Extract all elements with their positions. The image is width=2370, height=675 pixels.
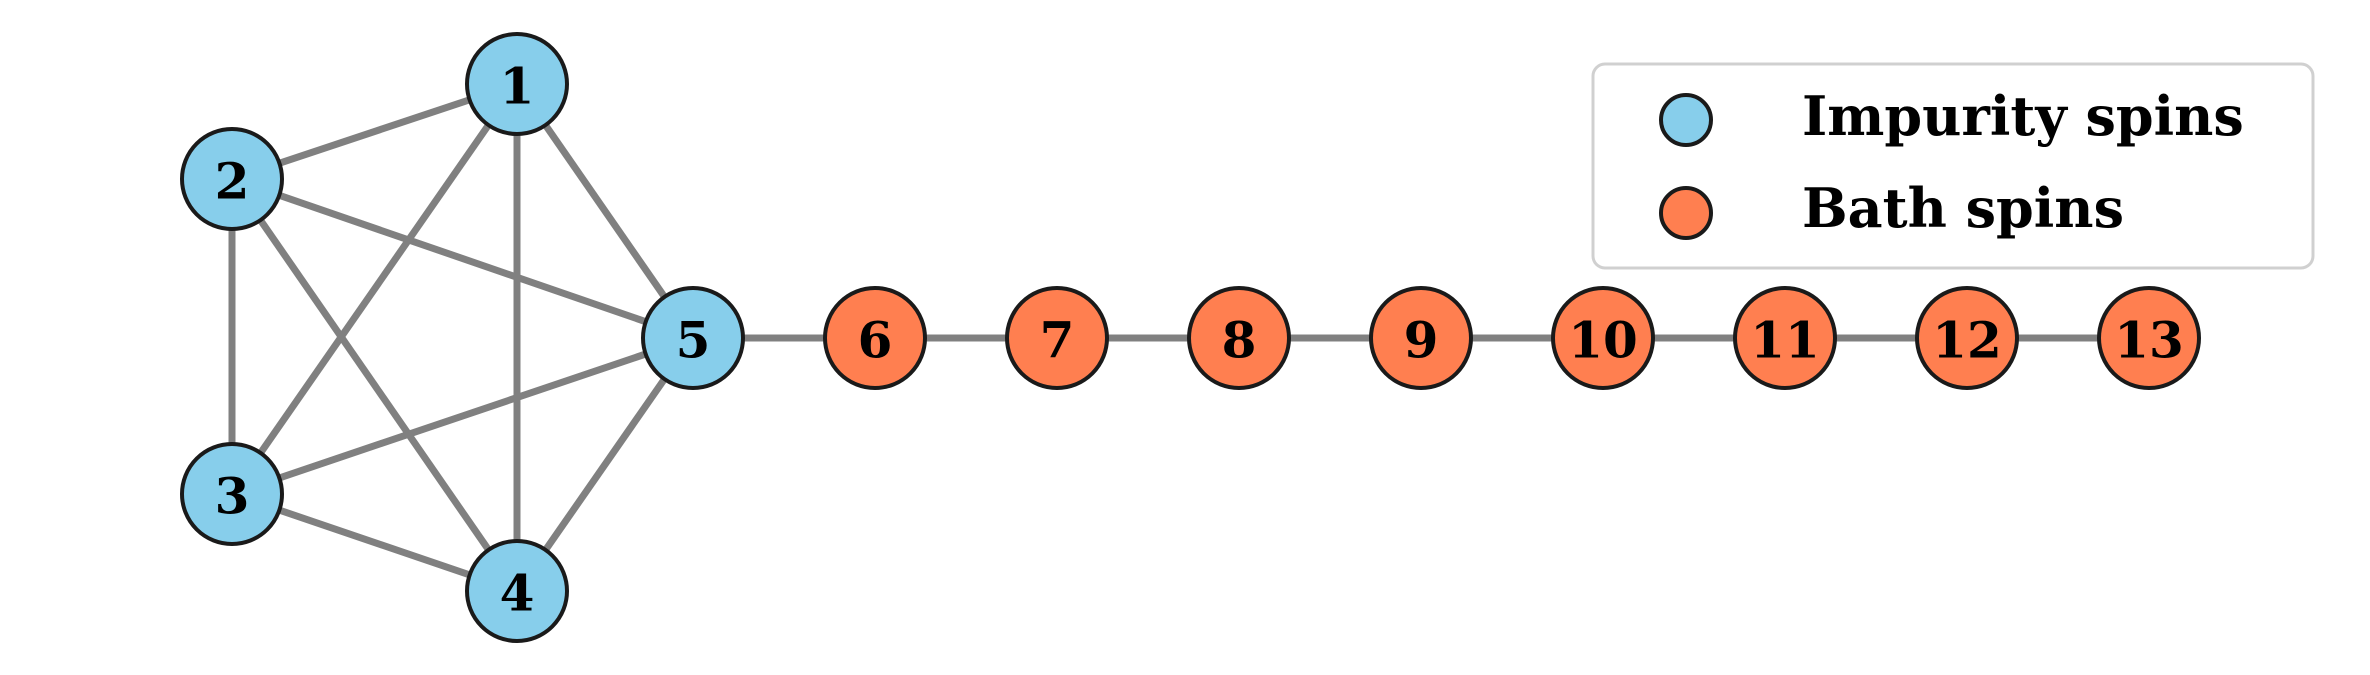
node-label-2: 2 <box>215 152 250 211</box>
node-circle-7 <box>1005 286 1109 390</box>
node-label-6: 6 <box>858 311 893 370</box>
edge-2-4 <box>229 177 520 593</box>
node-7: 7 <box>1005 286 1109 390</box>
node-label-3: 3 <box>215 467 250 526</box>
node-9: 9 <box>1369 286 1473 390</box>
node-label-4: 4 <box>500 564 535 623</box>
node-11: 11 <box>1733 286 1837 390</box>
node-circle-2 <box>180 127 284 231</box>
node-circle-13 <box>2097 286 2201 390</box>
node-label-8: 8 <box>1222 311 1257 370</box>
node-circle-3 <box>180 442 284 546</box>
node-circle-5 <box>641 286 745 390</box>
edge-1-3 <box>229 82 520 496</box>
legend: Impurity spins Bath spins <box>1591 62 2315 270</box>
edge-3-5 <box>230 334 695 498</box>
node-label-12: 12 <box>1932 311 2002 370</box>
node-1: 1 <box>465 32 569 136</box>
node-5: 5 <box>641 286 745 390</box>
legend-label-impurity: Impurity spins <box>1802 84 2244 148</box>
node-circle-12 <box>1915 286 2019 390</box>
legend-frame <box>1591 62 2315 270</box>
node-label-11: 11 <box>1750 311 1820 370</box>
node-label-7: 7 <box>1040 311 1075 370</box>
node-circle-11 <box>1733 286 1837 390</box>
node-circle-10 <box>1551 286 1655 390</box>
node-circle-4 <box>465 539 569 643</box>
edge-2-5 <box>230 175 695 342</box>
legend-label-bath: Bath spins <box>1802 176 2124 240</box>
node-circle-6 <box>823 286 927 390</box>
node-circle-1 <box>465 32 569 136</box>
node-10: 10 <box>1551 286 1655 390</box>
node-6: 6 <box>823 286 927 390</box>
node-8: 8 <box>1187 286 1291 390</box>
node-circle-9 <box>1369 286 1473 390</box>
legend-marker-bath <box>1659 186 1713 240</box>
node-label-13: 13 <box>2114 311 2184 370</box>
node-label-9: 9 <box>1404 311 1439 370</box>
node-13: 13 <box>2097 286 2201 390</box>
node-2: 2 <box>180 127 284 231</box>
node-circle-8 <box>1187 286 1291 390</box>
node-label-1: 1 <box>500 57 535 116</box>
node-4: 4 <box>465 539 569 643</box>
legend-marker-impurity <box>1659 93 1713 147</box>
node-label-5: 5 <box>676 311 711 370</box>
node-label-10: 10 <box>1568 311 1638 370</box>
node-12: 12 <box>1915 286 2019 390</box>
node-3: 3 <box>180 442 284 546</box>
